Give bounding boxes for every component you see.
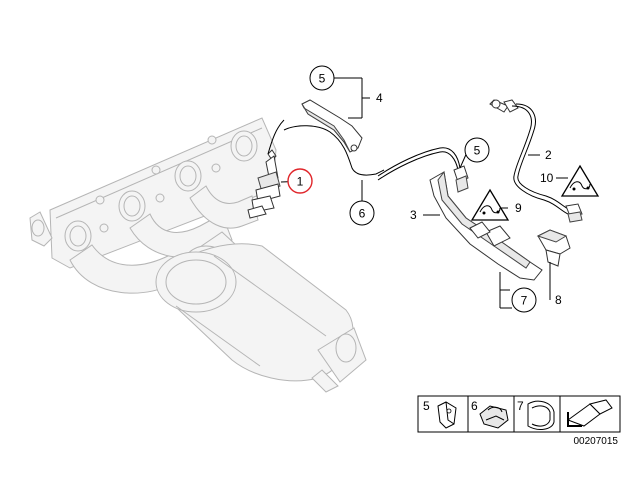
callout-10: 10 [540, 171, 554, 185]
svg-text:6: 6 [359, 207, 366, 221]
svg-text:1: 1 [297, 175, 304, 189]
legend-label-7: 7 [517, 399, 524, 413]
cable-bracket[interactable] [301, 99, 363, 153]
callout-5-mid: 5 [464, 137, 490, 163]
svg-text:5: 5 [319, 72, 326, 86]
svg-text:7: 7 [521, 294, 528, 308]
catalytic-converter-ghost [155, 231, 367, 393]
legend-arrow-icon [566, 399, 613, 427]
cable-clip[interactable] [536, 229, 571, 267]
callout-3: 3 [410, 208, 417, 222]
parts-legend: 5 6 7 [417, 395, 621, 433]
callout-6: 6 [349, 200, 375, 226]
legend-label-5: 5 [423, 399, 430, 413]
callout-1: 1 [287, 168, 313, 194]
sensor-1-wire [283, 125, 385, 176]
legend-bracket-5-icon [437, 401, 457, 429]
warning-triangle-9-icon [470, 188, 510, 221]
svg-text:5: 5 [474, 144, 481, 158]
warning-triangle-10-icon [560, 164, 600, 197]
callout-4: 4 [376, 91, 383, 105]
callout-8: 8 [555, 293, 562, 307]
legend-clip-6-icon [479, 405, 509, 429]
oxygen-sensor-post-cat[interactable] [489, 99, 583, 223]
callout-5-top: 5 [309, 65, 335, 91]
callout-7: 7 [511, 287, 537, 313]
leader-lines [280, 77, 568, 309]
connector-wire [377, 147, 461, 177]
sensor-holder-bracket[interactable] [429, 170, 543, 281]
legend-label-6: 6 [471, 399, 478, 413]
callout-9: 9 [515, 201, 522, 215]
oxygen-sensor-pre-cat[interactable] [247, 119, 285, 219]
connector-plug-5[interactable] [453, 165, 469, 193]
callout-2: 2 [545, 148, 552, 162]
legend-strap-7-icon [527, 400, 555, 430]
diagram-part-number: 00207015 [574, 436, 619, 447]
